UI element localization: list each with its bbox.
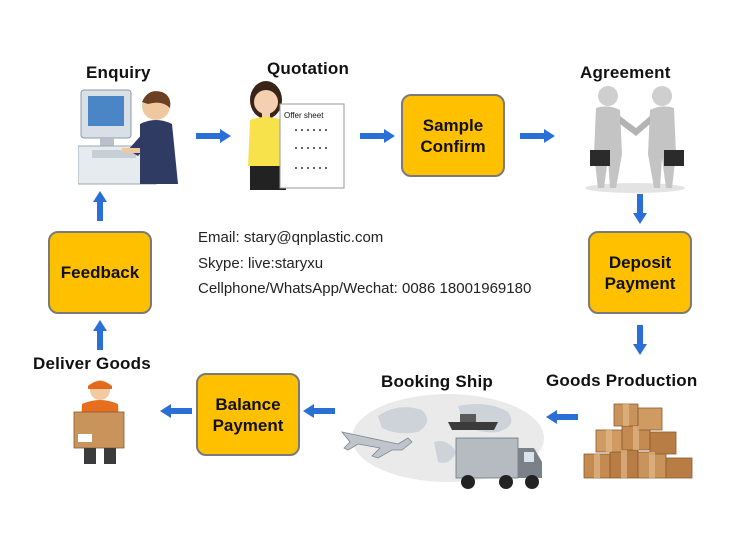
arrow-balance-to-deliver — [160, 404, 192, 418]
arrow-quotation-to-sample — [360, 129, 395, 143]
step-quotation-label: Quotation — [267, 59, 350, 78]
arrow-production-to-booking — [546, 410, 578, 424]
arrow-booking-to-balance — [303, 404, 335, 418]
handshake-icon — [585, 86, 685, 193]
contact-skype: Skype: live:staryxu — [198, 255, 324, 272]
arrow-deliver-to-feedback — [93, 320, 107, 350]
computer-user-icon — [78, 89, 178, 185]
ship-plane-truck-icon — [340, 394, 544, 489]
step-agreement-label: Agreement — [580, 63, 671, 82]
deposit-payment-line1: Deposit — [608, 252, 672, 272]
contact-email: Email: stary@qnplastic.com — [198, 229, 384, 246]
step-deliver-goods-label: Deliver Goods — [33, 354, 151, 373]
arrow-agreement-to-deposit — [633, 194, 647, 224]
woman-offer-sheet-icon: Offer sheet — [248, 81, 345, 190]
contact-phone: Cellphone/WhatsApp/Wechat: 0086 18001969… — [198, 280, 532, 297]
step-enquiry-label: Enquiry — [86, 63, 151, 82]
arrow-sample-to-agreement — [520, 129, 555, 143]
balance-payment-line1: Balance — [215, 394, 281, 414]
cardboard-boxes-icon — [583, 403, 693, 479]
step-feedback-box: Feedback — [48, 231, 152, 314]
feedback-label: Feedback — [60, 263, 140, 282]
balance-payment-line2: Payment — [212, 415, 284, 435]
sample-confirm-line1: Sample — [422, 115, 484, 135]
arrow-deposit-to-production — [633, 325, 647, 355]
arrow-enquiry-to-quotation — [196, 129, 231, 143]
deposit-payment-line2: Payment — [604, 273, 676, 293]
arrow-feedback-to-enquiry — [93, 191, 107, 221]
step-goods-production-label: Goods Production — [546, 371, 698, 390]
step-booking-ship-label: Booking Ship — [381, 372, 493, 391]
delivery-man-icon — [73, 380, 125, 464]
sample-confirm-line2: Confirm — [420, 136, 486, 156]
offer-sheet-text: Offer sheet — [284, 111, 324, 120]
